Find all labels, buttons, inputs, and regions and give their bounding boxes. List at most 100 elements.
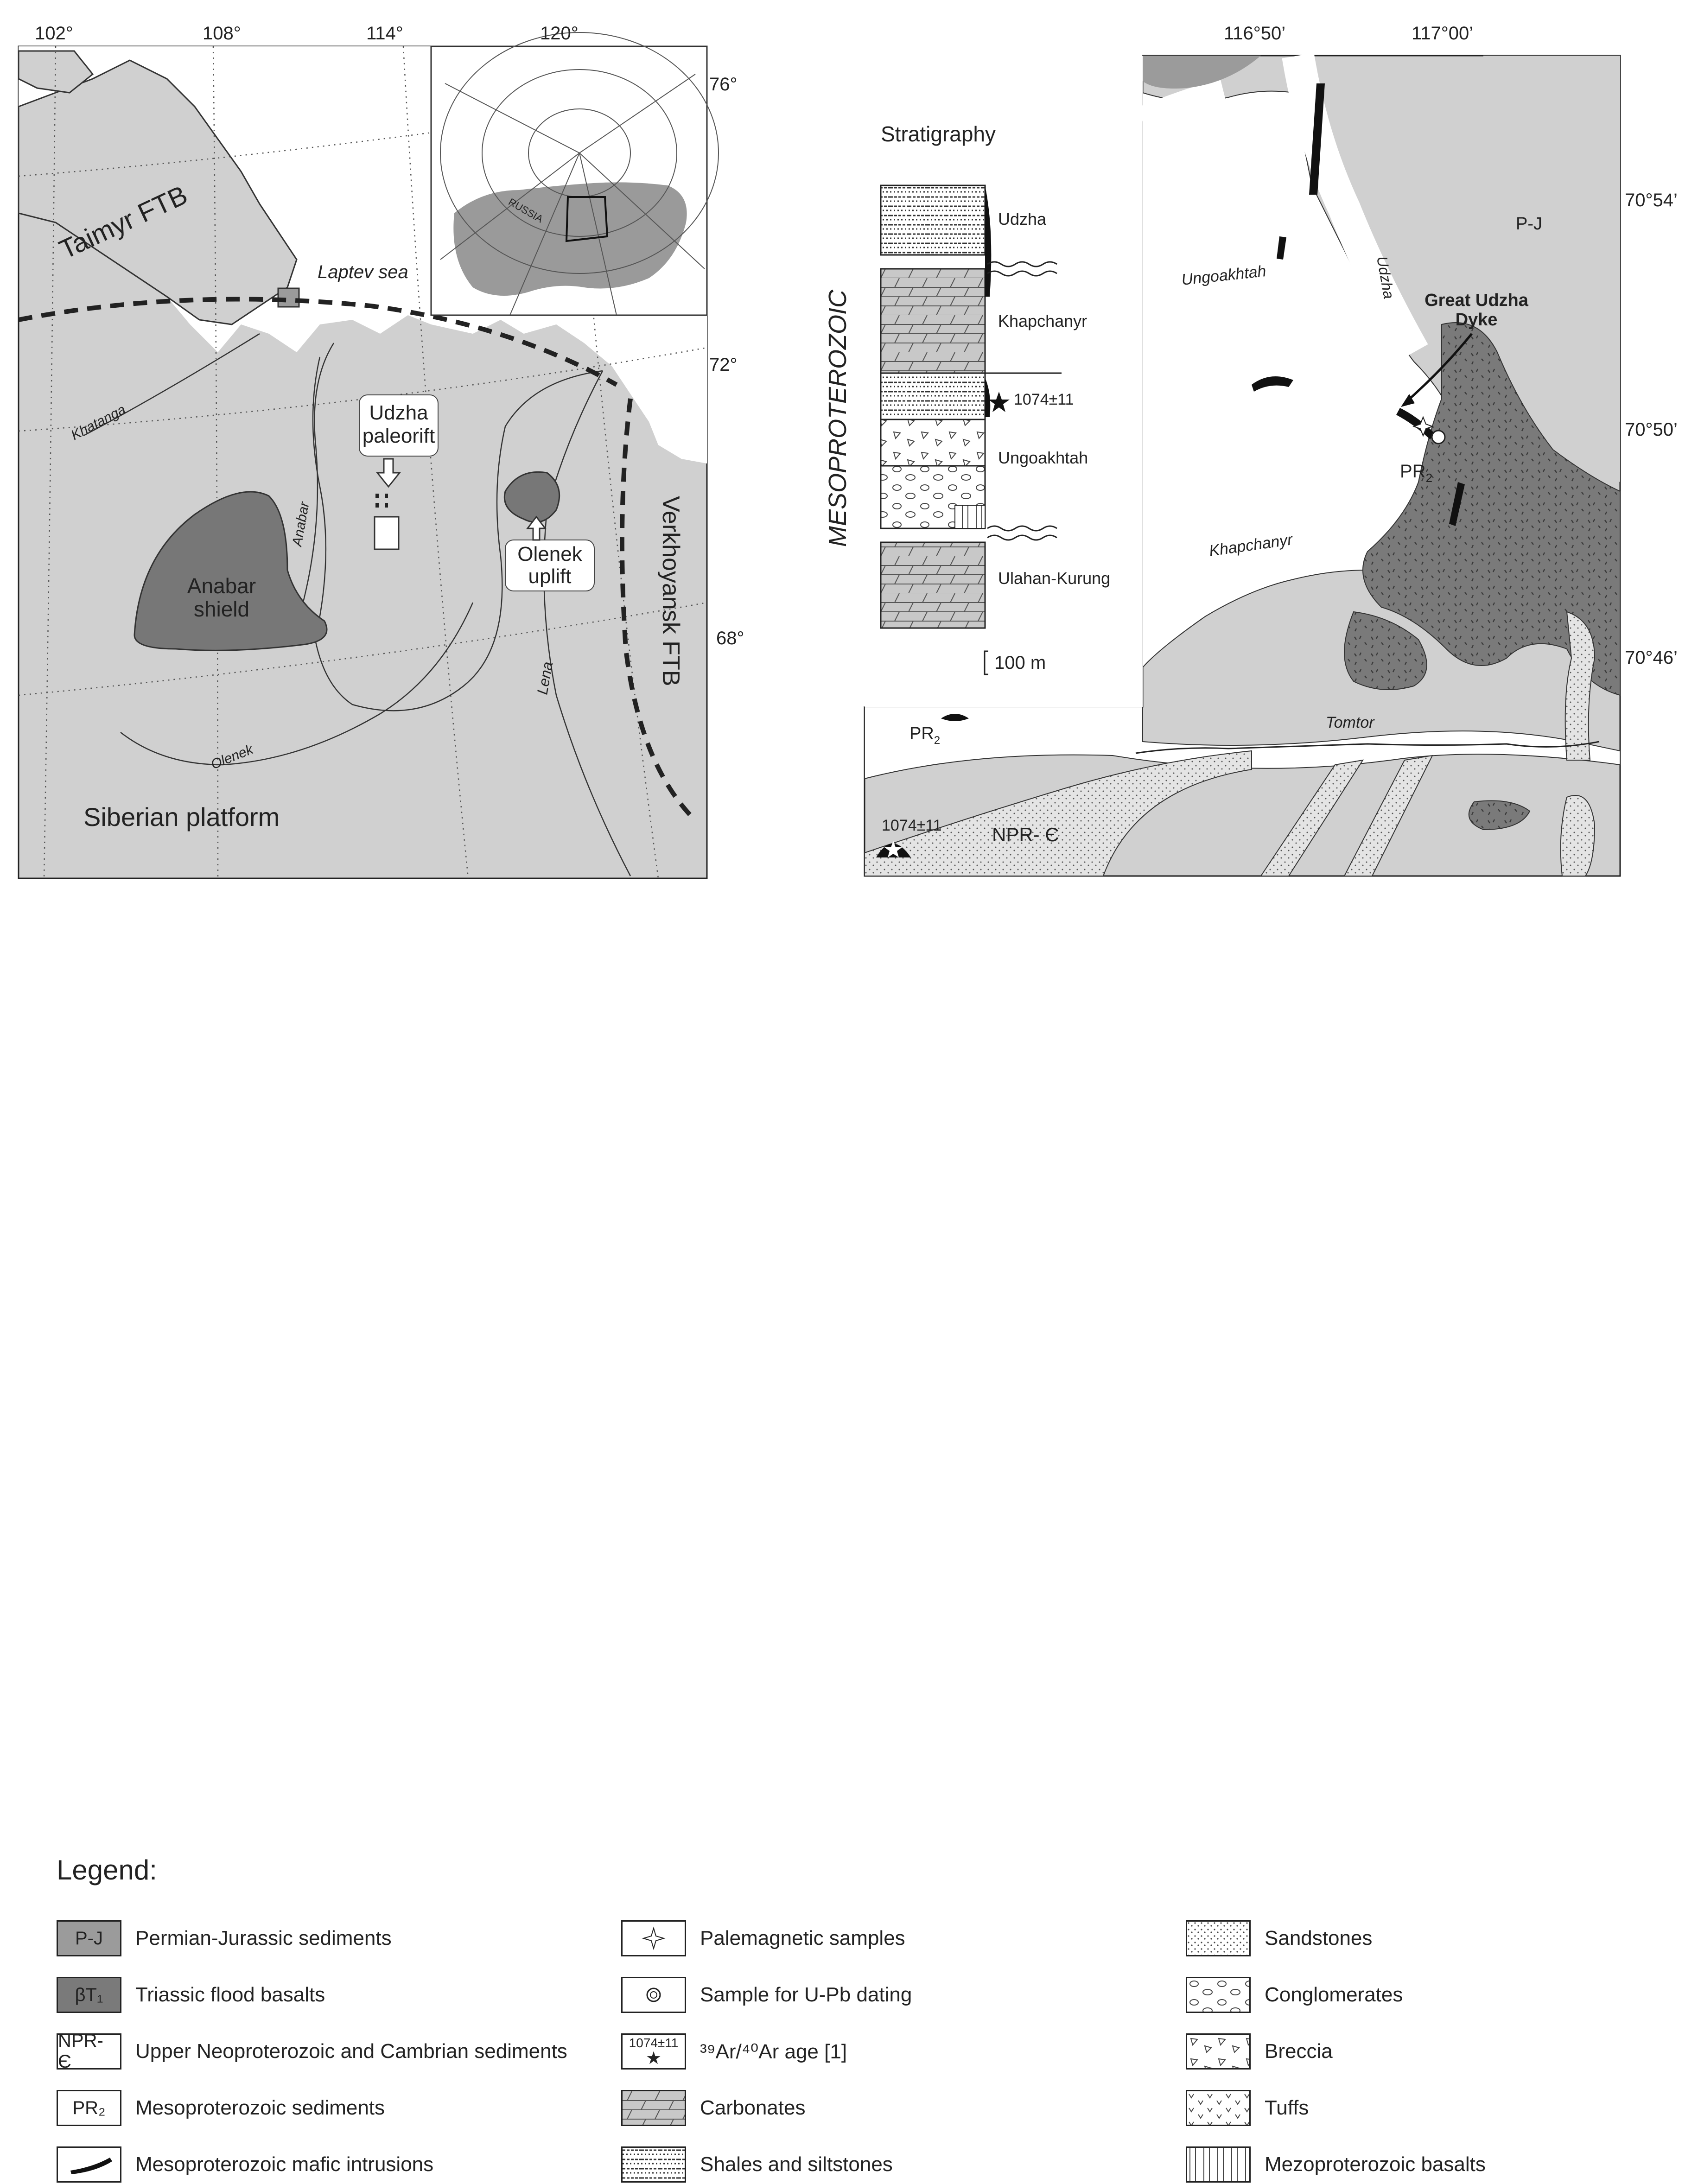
udzha-callout-box [359, 394, 439, 457]
lat-label-7046: 70°46’ [1625, 648, 1678, 668]
legend-item-mafic: Mesoproterozoic mafic intrusions [57, 2145, 433, 2184]
legend-label-arar: ³⁹Ar/⁴⁰Ar age [1] [700, 2040, 847, 2063]
udzha-callout-arrow [375, 458, 401, 488]
strat-intrusion-2 [985, 378, 991, 417]
legend-swatch-sandstones [1186, 1920, 1251, 1956]
legend-item-sandstones: Sandstones [1186, 1919, 1372, 1958]
tomtor-boundary [1135, 741, 1600, 754]
study-area-box [374, 516, 400, 550]
lat-label-68: 68° [716, 628, 744, 648]
legend-label-triassic: Triassic flood basalts [135, 1983, 325, 2006]
olenek-callout-arrow [526, 515, 547, 541]
anabar-shield-label-1: Anabar [187, 574, 256, 598]
upb-sample-icon [646, 1987, 661, 2002]
legend-swatch-npr: NPR- Є [57, 2033, 121, 2070]
legend-label-paleomag: Palemagnetic samples [700, 1927, 905, 1949]
laptev-sea-box [277, 287, 300, 308]
unit-udzha [880, 184, 986, 256]
legend-label-npr: Upper Neoproterozoic and Cambrian sedime… [135, 2040, 567, 2063]
legend-label-pj: Permian-Jurassic sediments [135, 1927, 392, 1949]
mafic-intrusions [876, 83, 1465, 857]
strat-intrusion [985, 185, 992, 297]
legend-swatch-carbonates [621, 2090, 686, 2126]
legend-label-sandstones: Sandstones [1265, 1927, 1373, 1949]
shale-swatch-icon [623, 2148, 685, 2181]
legend-item-arar: 1074±11 ★ ³⁹Ar/⁴⁰Ar age [1] [621, 2032, 847, 2071]
stratigraphy-column [865, 56, 1143, 707]
triassic-basalt-east [1362, 322, 1621, 696]
sandstone-swatch-icon [1187, 1922, 1249, 1955]
legend-item-breccia: Breccia [1186, 2032, 1333, 2071]
legend: Legend: P-J Permian-Jurassic sediments β… [0, 922, 1698, 2183]
strat-khapchanyr: Khapchanyr [998, 311, 1087, 330]
legend-swatch-conglomerates [1186, 1977, 1251, 2013]
legend-item-conglomerates: Conglomerates [1186, 1975, 1403, 2014]
triassic-basalt-south [1468, 800, 1531, 831]
npr-band-3 [1564, 611, 1596, 761]
left-map: 102° 108° 114° 120° 76° 72° 68° Taimyr F… [18, 23, 744, 879]
lon-label-120: 120° [540, 23, 579, 44]
legend-label-conglomerates: Conglomerates [1265, 1983, 1403, 2006]
legend-item-npr: NPR- Є Upper Neoproterozoic and Cambrian… [57, 2032, 567, 2071]
legend-title: Legend: [57, 1854, 157, 1886]
great-udzha-label-1: Great Udzha [1425, 291, 1529, 310]
lon-label-102: 102° [35, 23, 73, 44]
legend-swatch-shales [621, 2146, 686, 2183]
pr2-corner-label: PR2 [909, 724, 940, 747]
legend-swatch-tuffs [1186, 2090, 1251, 2126]
olenek-callout-box [505, 540, 595, 591]
upb-sample-marker [1431, 430, 1446, 444]
lena-river [543, 370, 631, 876]
npr-band-2 [1343, 755, 1433, 876]
unit-ulahan-kurung [880, 541, 986, 629]
lon-label-11700: 117°00’ [1412, 23, 1473, 44]
craton-boundary-east [620, 398, 697, 822]
olenek-uplift-label-1: Olenek [517, 543, 582, 565]
strat-udzha: Udzha [998, 210, 1047, 229]
breccia-swatch-icon [1187, 2035, 1249, 2068]
unit-ungoakhtah-breccia [880, 419, 986, 467]
carbonate-swatch-icon [623, 2091, 685, 2125]
legend-label-tuffs: Tuffs [1265, 2096, 1309, 2119]
lon-label-108: 108° [203, 23, 241, 44]
legend-label-pr2: Mesoproterozoic sediments [135, 2096, 385, 2119]
strat-title: Stratigraphy [881, 122, 996, 146]
inset-graticule [440, 32, 719, 316]
legend-swatch-triassic: βT₁ [57, 1977, 121, 2013]
dyke-south [1449, 482, 1465, 526]
legend-swatch-pj: P-J [57, 1920, 121, 1956]
tuff-swatch-icon [1187, 2091, 1249, 2125]
dyke-mid [1277, 236, 1286, 260]
legend-swatch-pr2: PR₂ [57, 2090, 121, 2126]
basin-boundary [312, 356, 603, 711]
lat-label-7054: 70°54’ [1625, 190, 1678, 210]
right-map-labels: 116°50’ 117°00’ 70°54’ 70°50’ 70°46’ P-J… [824, 23, 1678, 845]
taimyr-land [18, 59, 298, 325]
legend-swatch-upb [621, 1977, 686, 2013]
legend-swatch-paleomag [621, 1920, 686, 1956]
npr-label: NPR- Є [992, 824, 1059, 845]
great-udzha-arrowhead [1401, 394, 1415, 407]
craton-boundary-north [18, 297, 618, 387]
legend-swatch-basalts [1186, 2146, 1251, 2183]
dyke-north [1309, 83, 1325, 195]
great-udzha-label-2: Dyke [1456, 310, 1498, 330]
inset-russia [453, 182, 687, 296]
udzha-paleorift-label-1: Udzha [369, 401, 428, 424]
anabar-shield-label-2: shield [194, 597, 249, 621]
npr-band-1 [1260, 759, 1364, 876]
island-1 [18, 50, 94, 94]
strat-ungoakhtah: Ungoakhtah [998, 448, 1088, 467]
pr2-zone-south [864, 706, 1621, 780]
pr2-main-label: PR2 [1400, 461, 1432, 485]
basalt-swatch-icon [1187, 2148, 1249, 2181]
strat-age-star [988, 392, 1010, 412]
lat-label-72: 72° [709, 355, 738, 375]
dyke-west [1252, 376, 1293, 392]
udzha-paleorift-label-2: paleorift [362, 425, 435, 447]
legend-item-carbonates: Carbonates [621, 2089, 805, 2127]
strat-scale: 100 m [994, 653, 1046, 673]
lon-label-114: 114° [366, 23, 403, 44]
legend-item-pr2: PR₂ Mesoproterozoic sediments [57, 2089, 385, 2127]
pj-right [1477, 56, 1620, 482]
